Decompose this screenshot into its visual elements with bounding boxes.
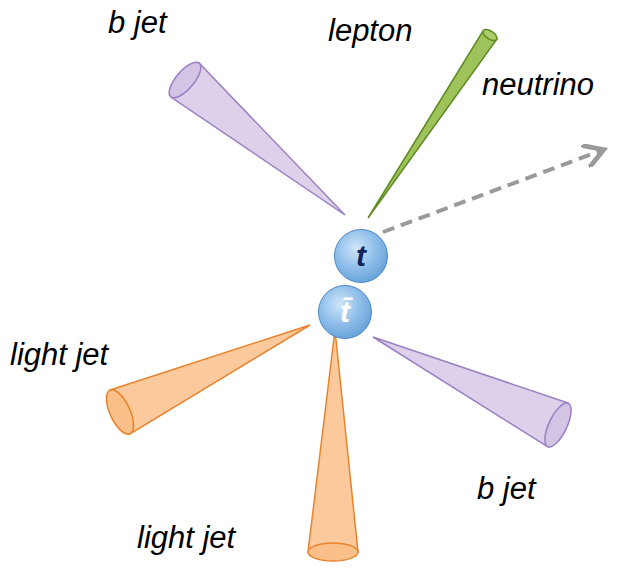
jet-label: b jet (477, 472, 536, 506)
b-jet-cone (373, 337, 576, 451)
neutrino-arrow (383, 151, 600, 232)
light-jet-cone (101, 325, 310, 438)
particle-symbol: t (356, 241, 366, 271)
jet-label: b jet (108, 6, 167, 40)
jet-label: lepton (328, 14, 412, 48)
jet-label: neutrino (482, 68, 594, 102)
b-jet-cone (164, 57, 345, 215)
particle-circle: t (334, 229, 388, 283)
jet-label: light jet (10, 338, 108, 372)
lepton-cone (368, 27, 499, 218)
light-jet-cone (308, 330, 358, 561)
particle-circle: t̄ (318, 285, 372, 339)
jet-label: light jet (137, 521, 235, 555)
particle-symbol: t̄ (340, 297, 350, 327)
